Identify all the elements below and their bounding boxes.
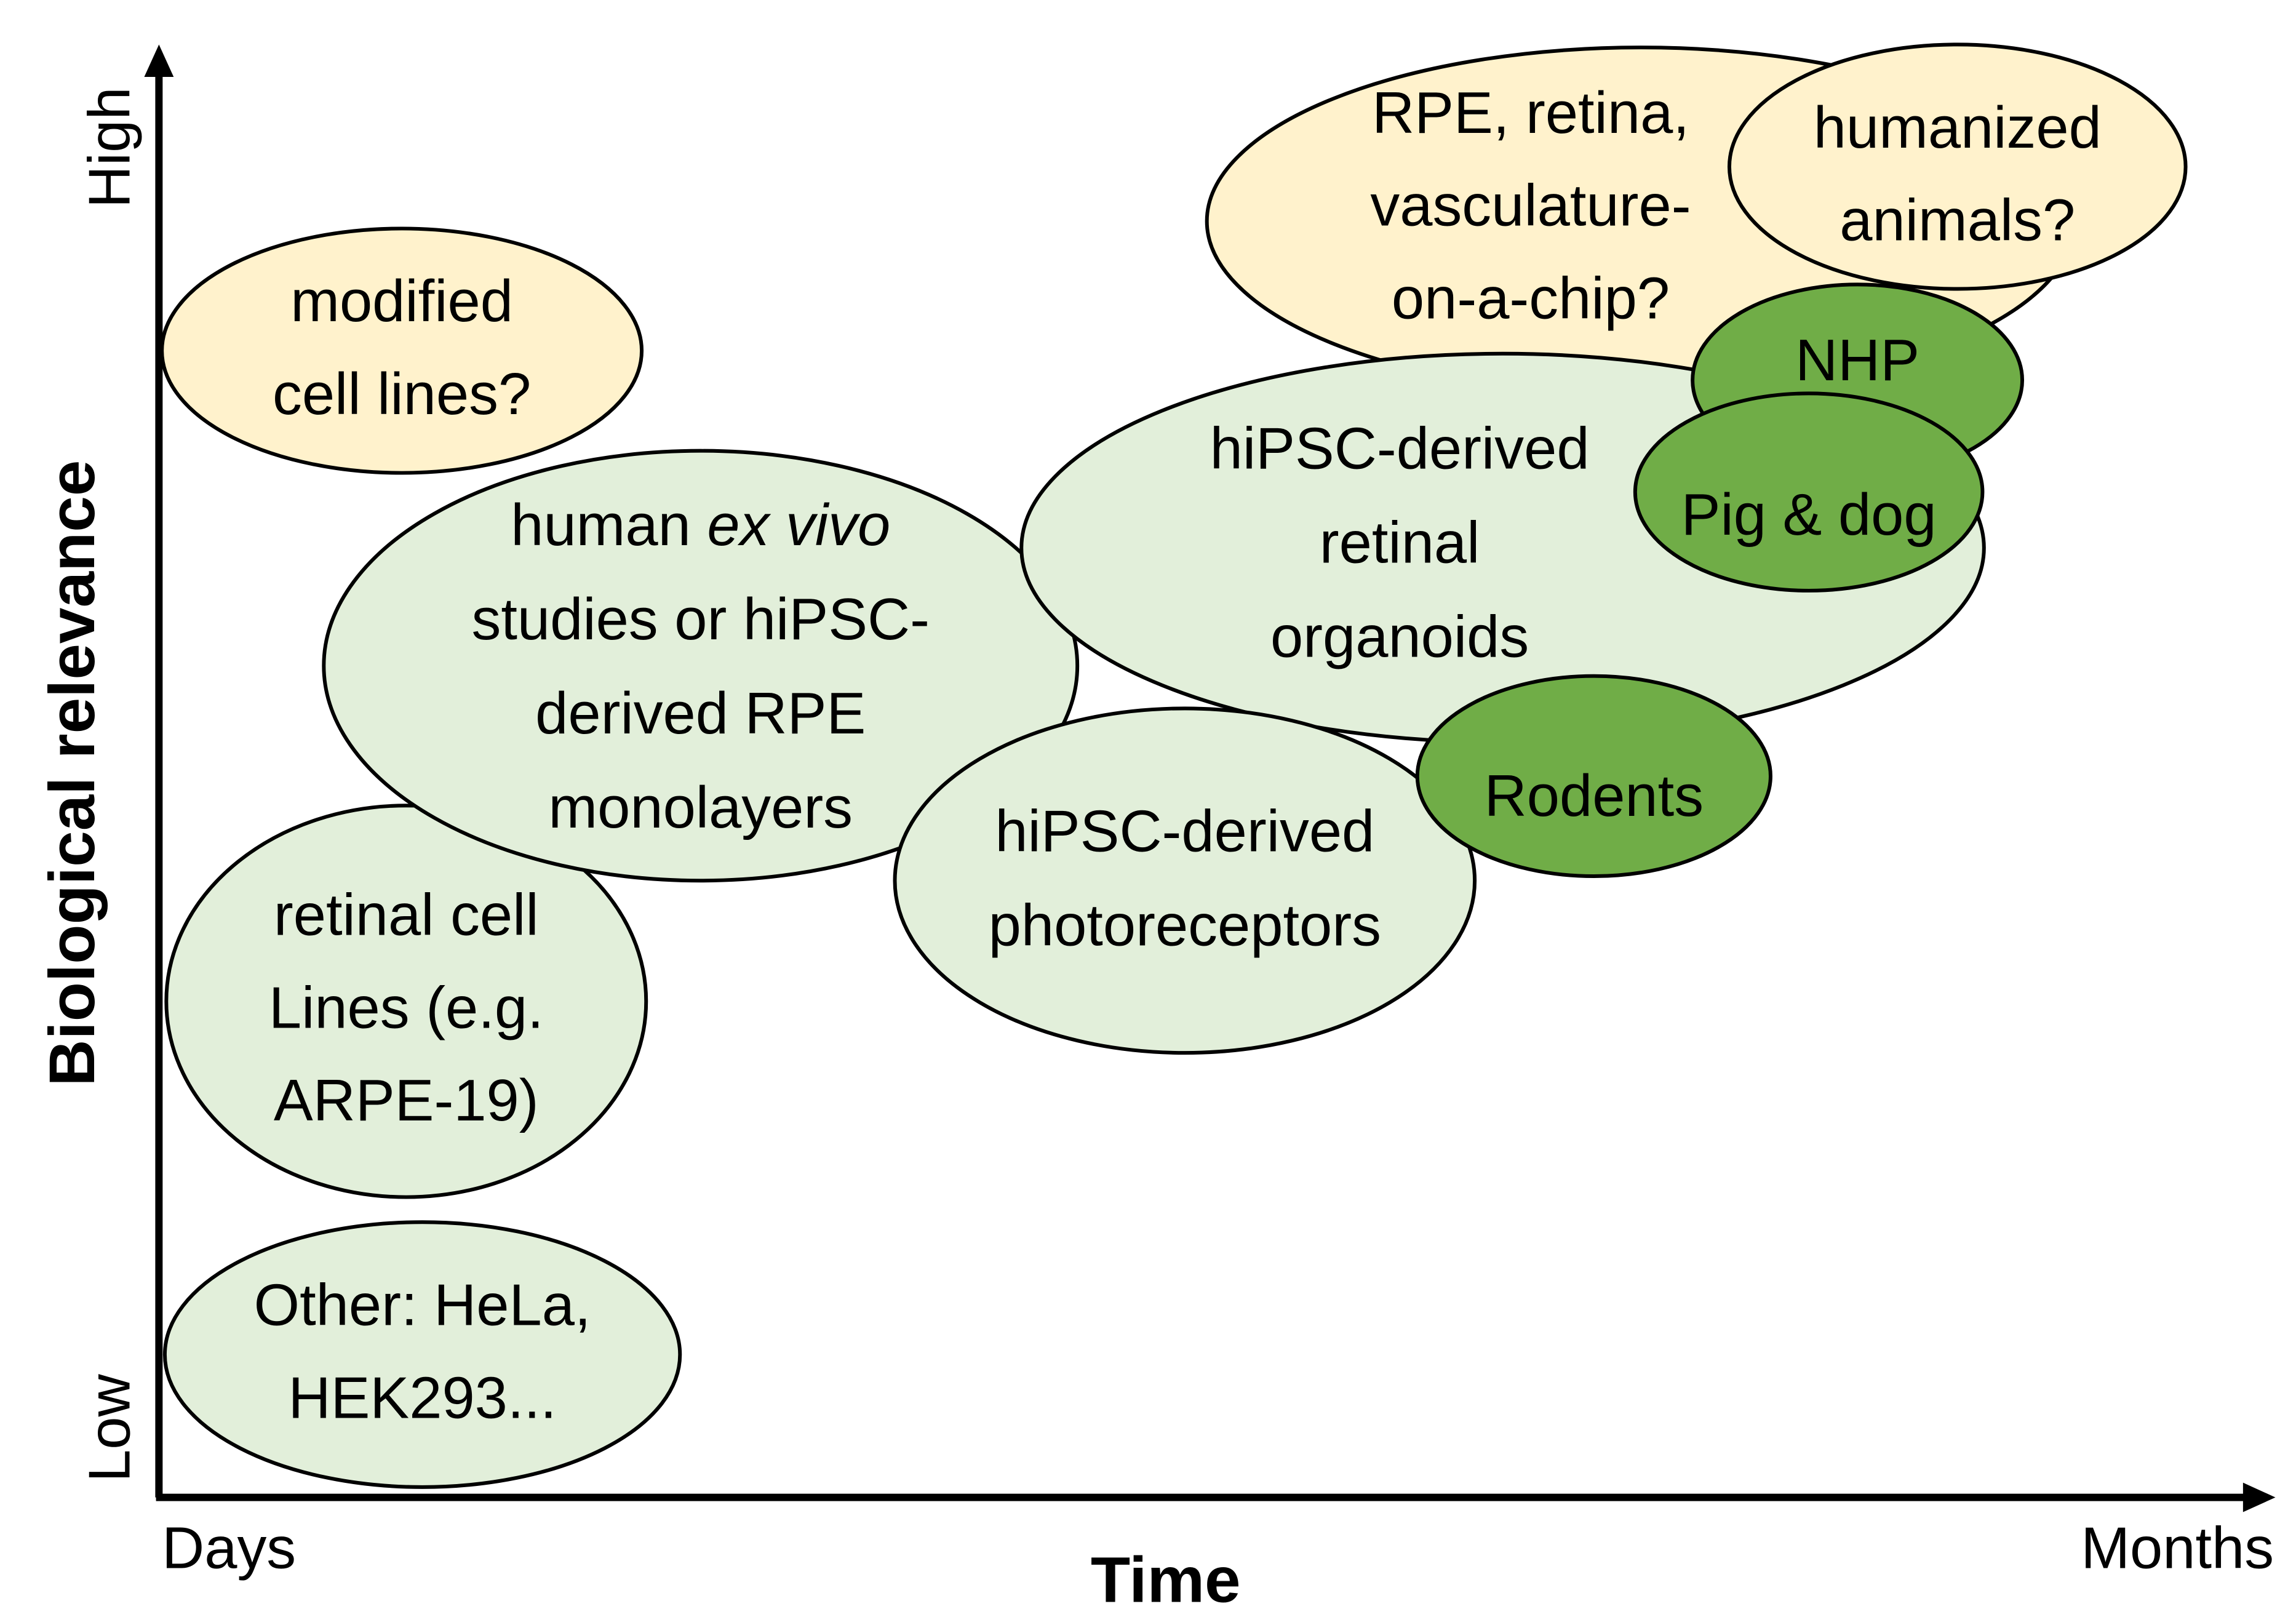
pig-dog-ellipse	[1633, 391, 1985, 593]
nhp-label-line: NHP	[1795, 327, 1919, 393]
label-text: RPE, retina,	[1372, 80, 1689, 146]
photoreceptors-label: hiPSC-derived photoreceptors	[989, 798, 1381, 958]
model-ellipses	[160, 42, 2188, 1489]
y-axis-low-label: Low	[77, 1374, 143, 1482]
retinal-organoids-label-line: hiPSC-derived	[1210, 415, 1590, 481]
label-text: ARPE-19)	[274, 1068, 539, 1133]
retinal-cell-lines-label-line: ARPE-19)	[274, 1068, 539, 1133]
retinal-cell-lines-label-line: Lines (e.g.	[269, 975, 544, 1040]
x-axis-low-label: Days	[162, 1515, 296, 1581]
label-text: Pig & dog	[1681, 482, 1937, 548]
model-labels: RPE, retina, vasculature-on-a-chip? humani…	[254, 80, 2102, 1431]
label-text: hiPSC-derived	[995, 798, 1374, 864]
modified-cell-lines-ellipse	[160, 226, 644, 475]
humanized-animals-label: humanized animals?	[1814, 95, 2102, 254]
photoreceptors-label-line: hiPSC-derived	[995, 798, 1374, 864]
retinal-cell-lines-label-line: retinal cell	[274, 882, 539, 948]
human-ex-vivo-label-line: studies or hiPSC-	[471, 586, 930, 652]
retinal-organoids-label-line: organoids	[1270, 604, 1529, 670]
label-text: ex vivo	[707, 492, 890, 558]
other-cell-lines-ellipse	[162, 1220, 682, 1489]
label-text: retinal	[1320, 509, 1480, 575]
label-text: derived RPE	[535, 681, 866, 746]
label-text: Other: HeLa,	[254, 1272, 591, 1338]
rodents-label-line: Rodents	[1485, 763, 1704, 829]
human-ex-vivo-ellipse	[322, 449, 1080, 883]
other-cell-lines-label-line: HEK293...	[289, 1365, 557, 1431]
nhp-label: NHP	[1795, 327, 1919, 393]
human-ex-vivo-label-line: monolayers	[548, 775, 853, 840]
axes: Biological relevance High Low Time Days …	[36, 44, 2276, 1616]
label-text: monolayers	[548, 775, 853, 840]
rodents-label: Rodents	[1485, 763, 1704, 829]
label-text: retinal cell	[274, 882, 539, 948]
label-text: on-a-chip?	[1392, 265, 1670, 331]
humanized-animals-ellipse	[1727, 42, 2188, 291]
label-text: HEK293...	[289, 1365, 557, 1431]
label-text: vasculature-	[1370, 173, 1691, 239]
label-text: hiPSC-derived	[1210, 415, 1590, 481]
y-axis-high-label: High	[77, 87, 143, 208]
rodents-ellipse	[1415, 674, 1772, 879]
label-text: human	[511, 492, 707, 558]
other-cell-lines-label-line: Other: HeLa,	[254, 1272, 591, 1338]
humanized-animals-label-line: animals?	[1840, 188, 2075, 254]
label-text: animals?	[1840, 188, 2075, 254]
rpe-chip-label-line: RPE, retina,	[1372, 80, 1689, 146]
label-text: humanized	[1814, 95, 2102, 161]
y-axis-title: Biological relevance	[36, 460, 108, 1087]
x-axis-title: Time	[1091, 1544, 1241, 1616]
human-ex-vivo-label-line: human ex vivo	[511, 492, 890, 558]
x-axis-arrow	[2242, 1482, 2276, 1512]
retinal-organoids-label-line: retinal	[1320, 509, 1480, 575]
label-text: modified	[290, 268, 513, 334]
rpe-chip-label-line: vasculature-	[1370, 173, 1691, 239]
photoreceptors-label-line: photoreceptors	[989, 892, 1381, 958]
label-text: Rodents	[1485, 763, 1704, 829]
modified-cell-lines-label: modified cell lines?	[273, 268, 531, 427]
label-text: cell lines?	[273, 361, 531, 427]
label-text: organoids	[1270, 604, 1529, 670]
rpe-chip-label: RPE, retina, vasculature-on-a-chip?	[1370, 80, 1691, 331]
label-text: NHP	[1795, 327, 1919, 393]
label-text: Lines (e.g.	[269, 975, 544, 1040]
modified-cell-lines-label-line: cell lines?	[273, 361, 531, 427]
humanized-animals-label-line: humanized	[1814, 95, 2102, 161]
y-axis-arrow	[144, 44, 174, 78]
pig-dog-label: Pig & dog	[1681, 482, 1937, 548]
photoreceptors-ellipse	[893, 706, 1477, 1055]
rpe-chip-label-line: on-a-chip?	[1392, 265, 1670, 331]
x-axis-high-label: Months	[2081, 1515, 2274, 1581]
modified-cell-lines-label-line: modified	[290, 268, 513, 334]
retinal-organoids-label: hiPSC-derived retinal organoids	[1210, 415, 1590, 669]
label-text: photoreceptors	[989, 892, 1381, 958]
label-text: studies or hiPSC-	[471, 586, 930, 652]
other-cell-lines-label: Other: HeLa, HEK293...	[254, 1272, 591, 1431]
human-ex-vivo-label: human ex vivo studies or hiPSC-derived RP…	[471, 492, 930, 840]
human-ex-vivo-label-line: derived RPE	[535, 681, 866, 746]
pig-dog-label-line: Pig & dog	[1681, 482, 1937, 548]
retinal-cell-lines-ellipse	[164, 804, 648, 1199]
